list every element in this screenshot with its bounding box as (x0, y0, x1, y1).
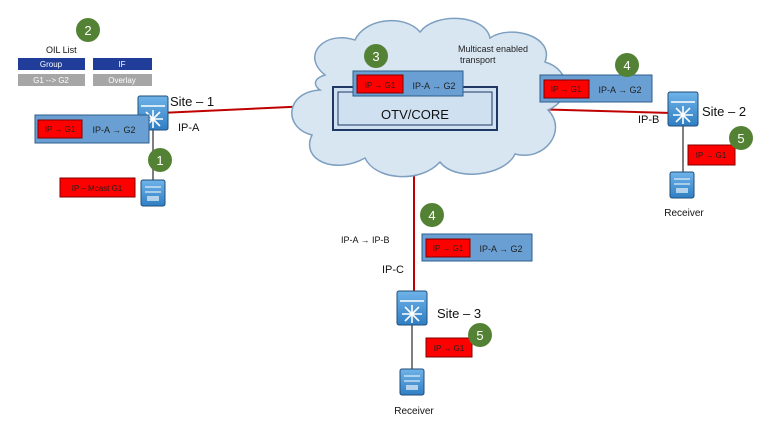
site2-name: Site – 2 (702, 104, 746, 119)
step-1-label: 1 (156, 153, 163, 168)
oil-header-group (18, 58, 85, 70)
receiver-server-site2-icon (669, 171, 695, 199)
source-server-icon (140, 179, 166, 207)
cloud-label-line2: transport (460, 55, 496, 65)
packet-site3-inner: IP → G1 (433, 244, 464, 253)
otv-core-box (332, 86, 498, 131)
packet-site1-inner: IP → G1 (45, 125, 76, 134)
oil-row-if-value: Overlay (108, 76, 136, 85)
cloud-label-line1: Multicast enabled (458, 44, 528, 54)
site3-ip: IP-C (382, 264, 404, 276)
step-2-marker: 2 (76, 18, 100, 42)
step-3-marker: 3 (364, 44, 388, 68)
step-4-marker-site2: 4 (615, 53, 639, 77)
step-5-site3-label: 5 (476, 328, 483, 343)
oil-row-if (93, 74, 152, 86)
step-2-label: 2 (84, 23, 91, 38)
step-4-marker-site3: 4 (420, 203, 444, 227)
decap-frame-site2: IP → G1 (687, 144, 736, 166)
packet-toward-site2: IP → G1 IP-A → G2 (539, 74, 653, 103)
decap-site3-label: IP → G1 (434, 344, 465, 353)
source-frame-label: IP – Mcast G1 (72, 184, 123, 193)
step-4-site2-label: 4 (623, 58, 630, 73)
step-markers: 2 1 3 4 4 5 5 (76, 18, 753, 347)
otv-core-label: OTV/CORE (381, 107, 449, 122)
step-1-marker: 1 (148, 148, 172, 172)
receiver-site2-label: Receiver (664, 208, 704, 219)
oil-header-if (93, 58, 152, 70)
source-frame: IP – Mcast G1 (59, 177, 136, 198)
oil-list-title: OIL List (46, 45, 77, 55)
decap-frame-site3: IP → G1 (425, 337, 473, 358)
packet-core-inner: IP → G1 (365, 81, 396, 90)
oil-header-if-label: IF (118, 60, 125, 69)
step-5-marker-site2: 5 (729, 126, 753, 150)
packet-site1-outer: IP-A → G2 (92, 125, 135, 135)
site3-name: Site – 3 (437, 306, 481, 321)
packet-site1: IP → G1 IP-A → G2 (34, 114, 150, 144)
oil-row-group-value: G1 --> G2 (33, 76, 69, 85)
packet-site3-outer: IP-A → G2 (479, 244, 522, 254)
receiver-site3-label: Receiver (394, 406, 434, 417)
receiver-server-site3-icon (399, 368, 425, 396)
site1-name: Site – 1 (170, 94, 214, 109)
packet-core-outer: IP-A → G2 (412, 81, 455, 91)
step-5-marker-site3: 5 (468, 323, 492, 347)
unicast-label: IP-A → IP-B (341, 235, 390, 245)
step-5-site2-label: 5 (737, 131, 744, 146)
oil-list: OIL List Group IF G1 --> G2 Overlay (18, 45, 152, 86)
packet-site2-outer: IP-A → G2 (598, 85, 641, 95)
packet-toward-site3: IP → G1 IP-A → G2 (421, 233, 533, 262)
site2-ip: IP-B (638, 114, 659, 126)
decap-site2-label: IP → G1 (696, 151, 727, 160)
oil-row-group (18, 74, 85, 86)
packet-site2-inner: IP → G1 (551, 85, 582, 94)
step-3-label: 3 (372, 49, 379, 64)
oil-header-group-label: Group (40, 60, 63, 69)
packet-core: IP → G1 IP-A → G2 (352, 70, 464, 97)
site1-ip: IP-A (178, 122, 200, 134)
otv-core: OTV/CORE (332, 86, 498, 131)
router-site2-icon (667, 91, 699, 127)
router-site3-icon (396, 290, 428, 326)
step-4-site3-label: 4 (428, 208, 435, 223)
